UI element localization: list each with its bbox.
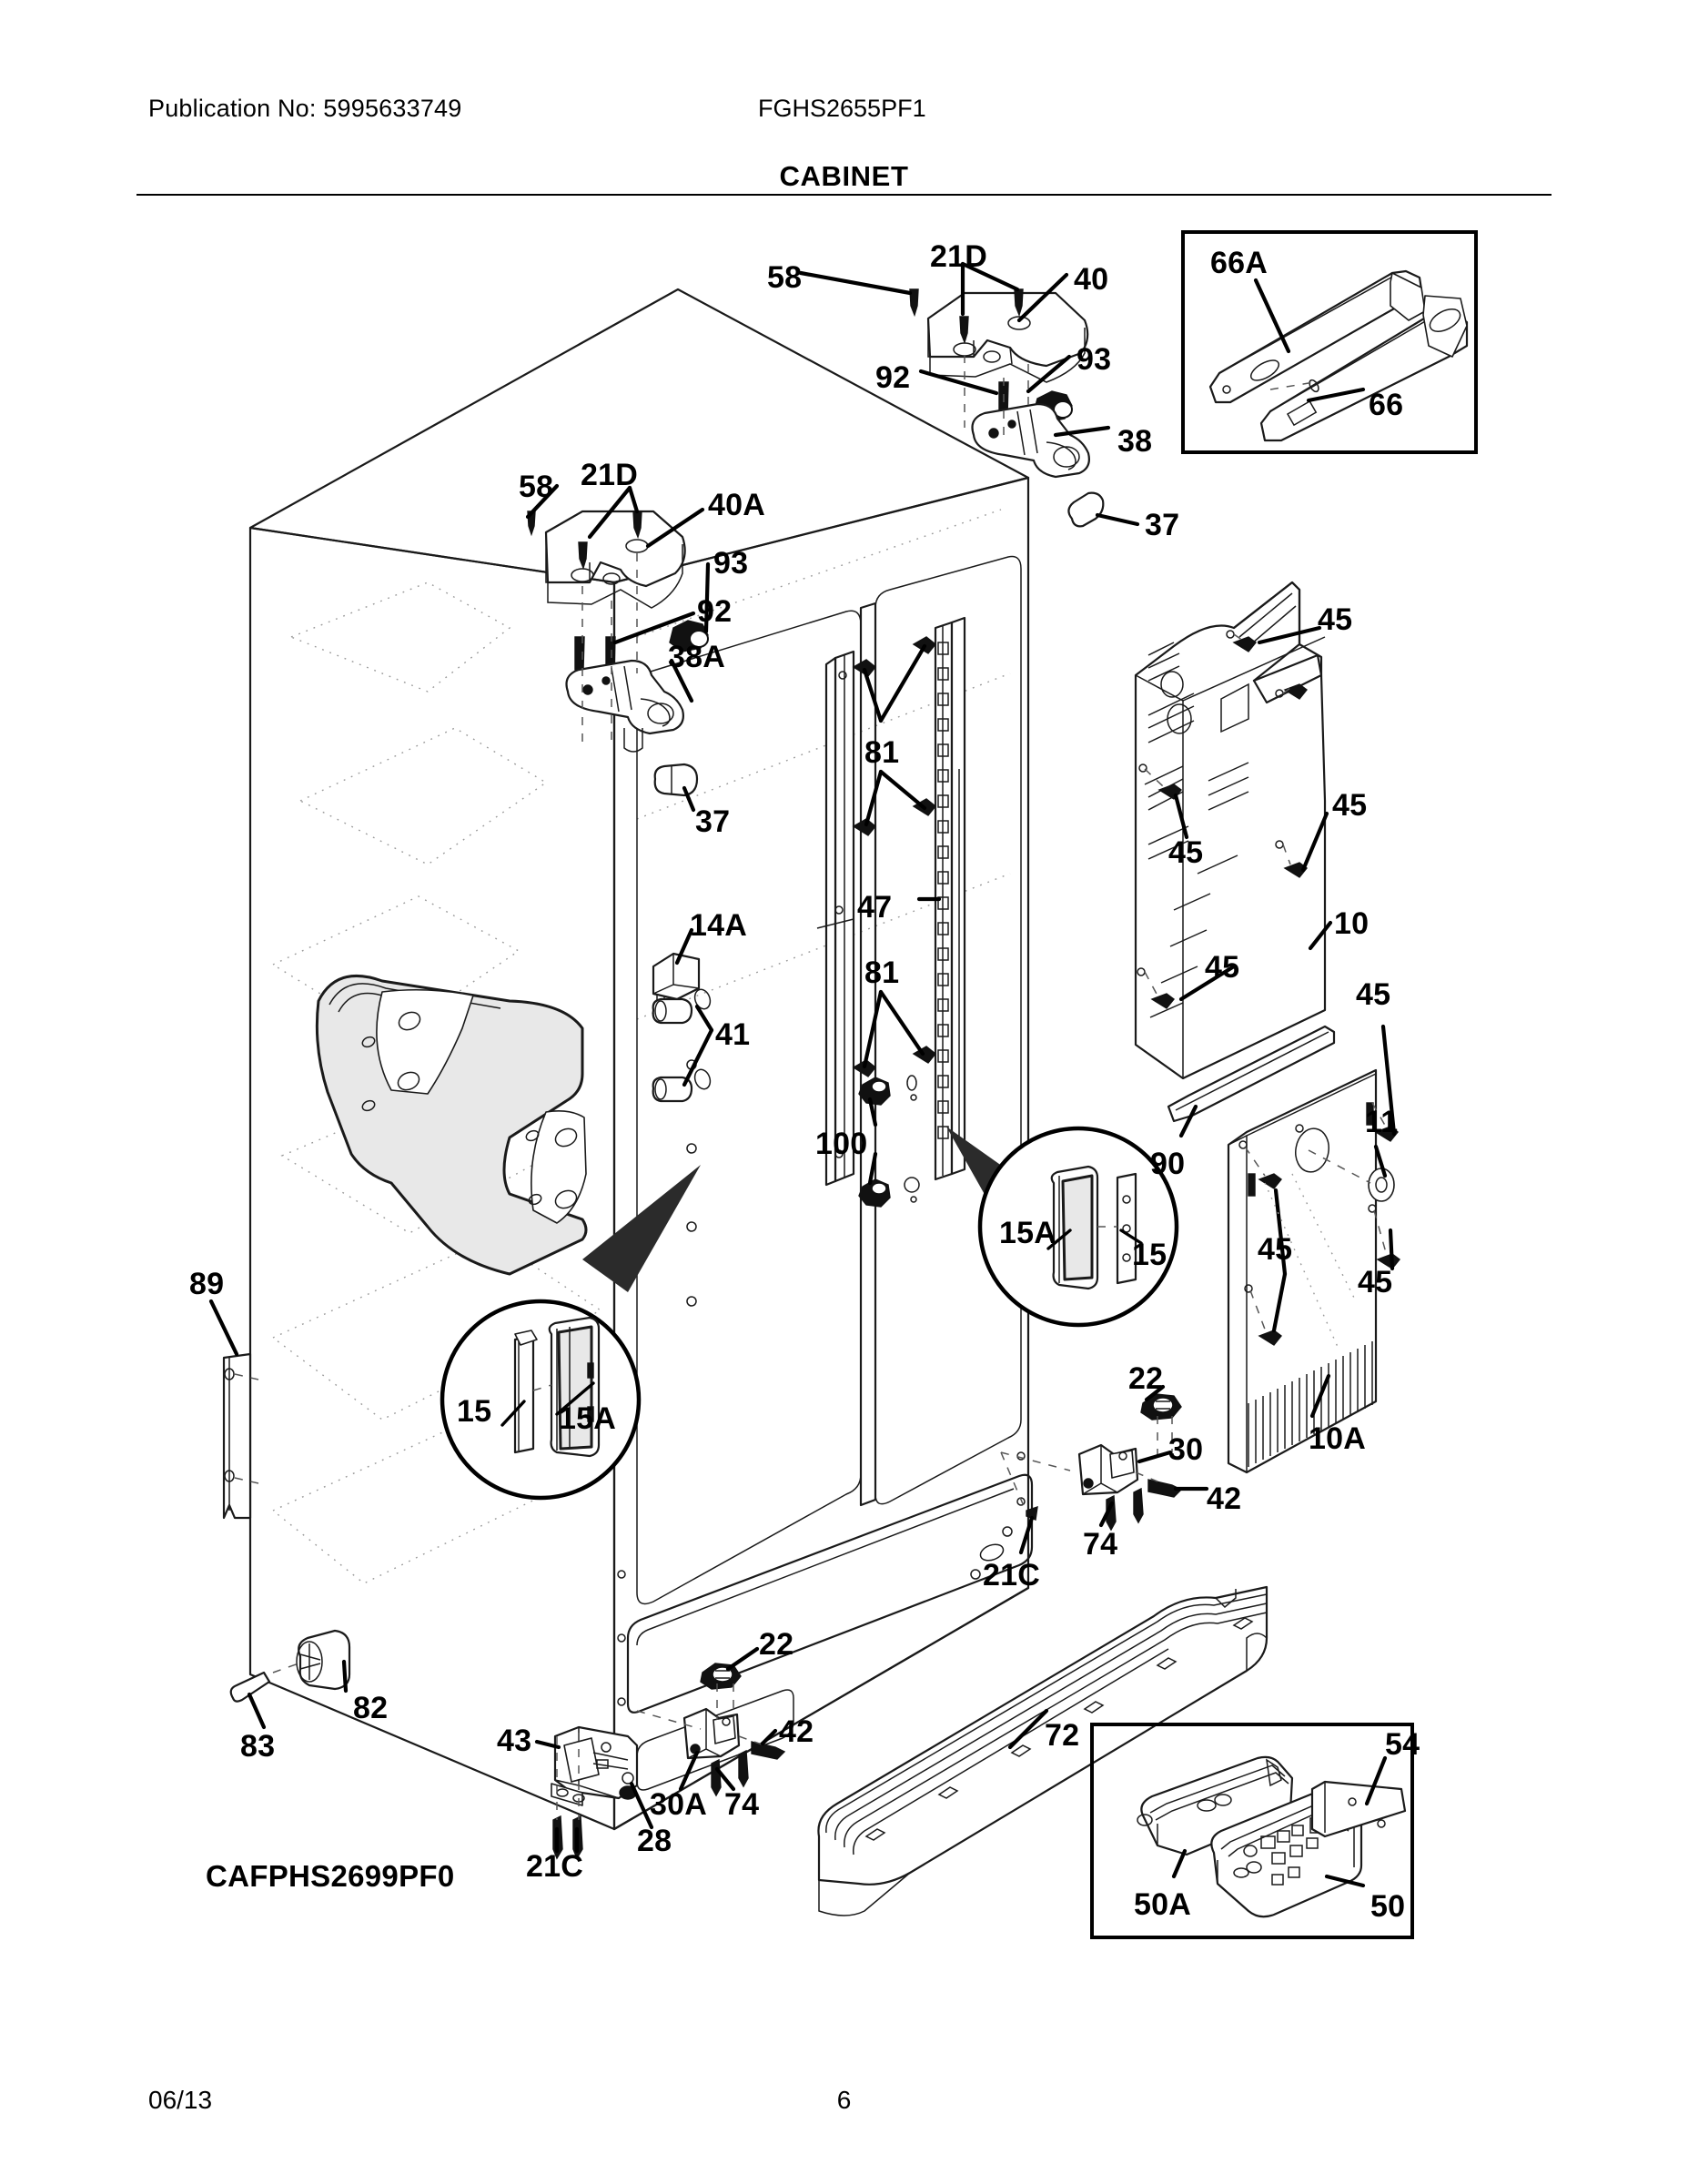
top-hinge-assembly-right	[909, 288, 1090, 479]
callout-37-right: 37	[1145, 508, 1180, 542]
callout-10A: 10A	[1309, 1421, 1366, 1456]
callout-74-bottom: 74	[724, 1787, 760, 1822]
callout-66A: 66A	[1210, 246, 1268, 280]
callout-92-top: 92	[875, 360, 911, 395]
switch-part	[652, 927, 701, 1005]
callout-37-left: 37	[695, 804, 731, 839]
clips-100	[858, 1075, 920, 1208]
model-number: FGHS2655PF1	[758, 95, 926, 122]
callout-58-left: 58	[519, 470, 554, 504]
callout-15A-left: 15A	[559, 1401, 616, 1436]
callout-43: 43	[497, 1724, 532, 1758]
hinge-assembly-43	[534, 1725, 654, 1860]
callout-54: 54	[1385, 1727, 1420, 1762]
rear-cover-panel	[1134, 581, 1333, 1080]
side-insulation-pad	[315, 974, 588, 1276]
callout-72: 72	[1045, 1718, 1080, 1753]
model-variant-tag: CAFPHS2699PF0	[206, 1859, 455, 1893]
leaders-top-left	[525, 483, 711, 703]
callout-45-a: 45	[1318, 602, 1353, 637]
callout-21D-top: 21D	[930, 239, 987, 274]
hinge-bracket-30A	[636, 1646, 786, 1797]
vertical-rail	[816, 650, 855, 1187]
callout-81-a: 81	[864, 735, 900, 770]
callout-45-g: 45	[1358, 1265, 1393, 1299]
callout-92-left: 92	[697, 594, 733, 629]
leaders-top-right	[798, 261, 1111, 438]
bracket-plate-89	[208, 1299, 259, 1520]
callout-82: 82	[353, 1691, 389, 1725]
callout-45-d: 45	[1205, 950, 1240, 985]
roller-82	[272, 1629, 351, 1694]
callout-21C-right: 21C	[983, 1558, 1040, 1592]
screws-81	[852, 636, 936, 1077]
callout-40: 40	[1074, 262, 1109, 297]
callout-42-bottom: 42	[779, 1714, 814, 1749]
callout-83: 83	[240, 1729, 276, 1764]
callout-89: 89	[189, 1267, 225, 1301]
callout-38: 38	[1117, 424, 1153, 459]
footer-date: 06/13	[148, 2086, 213, 2114]
callout-100: 100	[815, 1127, 868, 1161]
callout-11: 11	[1365, 1105, 1399, 1139]
callout-15A-right: 15A	[999, 1216, 1056, 1250]
plug-button-right	[1067, 491, 1140, 528]
hinge-bracket-30	[1000, 1384, 1209, 1555]
callout-90: 90	[1150, 1147, 1186, 1181]
callout-21C-bottom: 21C	[526, 1849, 583, 1884]
detail-circle-left	[440, 1165, 701, 1501]
callout-45-e: 45	[1356, 977, 1391, 1012]
callout-14A: 14A	[690, 908, 747, 943]
callout-93-left: 93	[713, 546, 749, 581]
callout-93-top: 93	[1076, 342, 1112, 377]
callout-50: 50	[1370, 1889, 1406, 1924]
inset-box-control-box	[1090, 1723, 1414, 1939]
plug-button-left	[653, 763, 699, 813]
inset-box-slide-rails	[1181, 230, 1478, 454]
callout-58-top: 58	[767, 260, 803, 295]
lower-access-panel	[1227, 1024, 1400, 1474]
callout-50A: 50A	[1134, 1887, 1191, 1922]
callout-41: 41	[715, 1017, 751, 1052]
footer-page-number: 6	[836, 2086, 852, 2114]
callout-30: 30	[1168, 1432, 1204, 1467]
callout-45-c: 45	[1168, 835, 1204, 870]
top-hinge-assembly-left	[527, 510, 709, 753]
callout-47: 47	[857, 890, 893, 925]
callout-15-left: 15	[457, 1394, 492, 1429]
callout-10: 10	[1334, 906, 1370, 941]
header-divider	[136, 194, 1552, 196]
callout-81-b: 81	[864, 956, 900, 990]
base-grille-72	[817, 1585, 1269, 1916]
callout-22-right: 22	[1128, 1361, 1164, 1396]
detail-circle-right	[946, 1126, 1179, 1328]
callout-40A: 40A	[708, 488, 765, 522]
callout-45-b: 45	[1332, 788, 1368, 823]
axle-pin-83	[229, 1671, 271, 1730]
publication-number: Publication No: 5995633749	[148, 95, 462, 122]
callout-30A: 30A	[650, 1787, 707, 1822]
cabinet-body	[248, 288, 1034, 1831]
callout-15-right: 15	[1132, 1238, 1167, 1272]
shelf-ladder-track	[916, 616, 966, 1181]
callout-66: 66	[1369, 388, 1404, 422]
page-title: CABINET	[779, 160, 909, 192]
callout-28: 28	[637, 1824, 672, 1858]
callout-45-f: 45	[1258, 1232, 1293, 1267]
bushings-41	[652, 988, 714, 1103]
trim-strip-90	[1167, 1025, 1336, 1138]
callout-21D-left: 21D	[581, 458, 638, 492]
callout-74-right: 74	[1083, 1527, 1118, 1562]
callout-22-bottom: 22	[759, 1627, 794, 1662]
callout-38A: 38A	[668, 640, 725, 674]
callout-42-right: 42	[1207, 1481, 1242, 1516]
